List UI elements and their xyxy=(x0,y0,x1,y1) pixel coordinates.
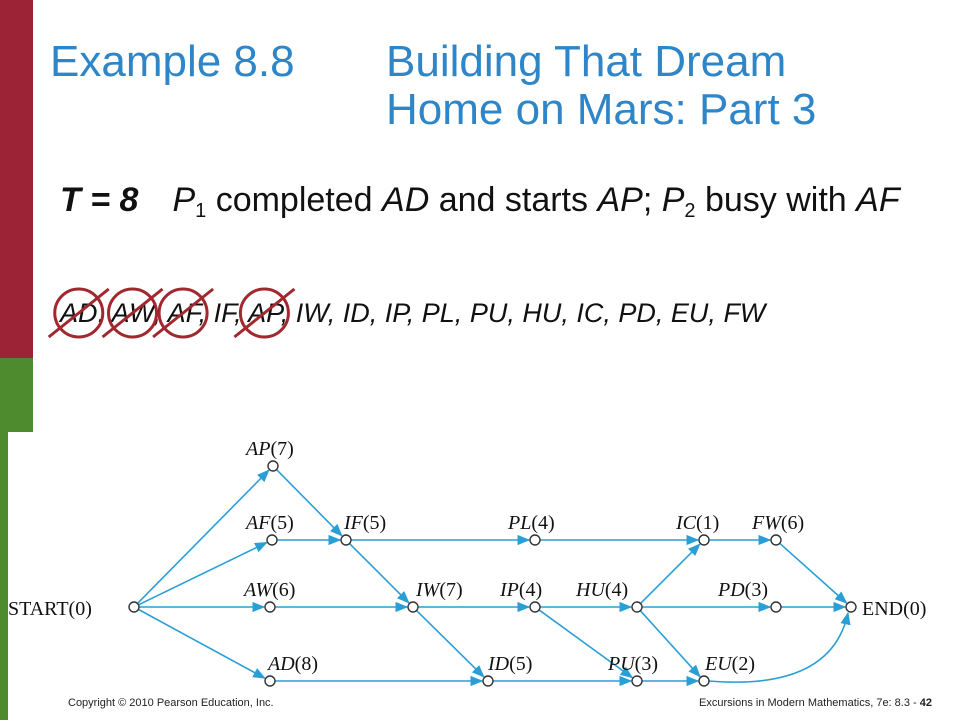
list-separator: , xyxy=(603,298,619,328)
vertex-label-fw: FW(6) xyxy=(751,512,804,534)
vertex-label-start: START(0) xyxy=(8,598,92,620)
task-ip: IP xyxy=(384,298,407,328)
processor-2: P xyxy=(661,181,685,219)
vertex-label-aw: AW(6) xyxy=(242,579,295,601)
edge-hu-ic xyxy=(639,543,701,605)
list-separator: , xyxy=(327,298,343,328)
status-task-ap: AP xyxy=(597,181,643,219)
task-ic: IC xyxy=(576,298,604,328)
task-pl: PL xyxy=(421,298,455,328)
vertex-end xyxy=(845,601,857,613)
edge-ap-if xyxy=(275,468,343,537)
vertex-label-pu: PU(3) xyxy=(607,653,658,675)
edge-start-af xyxy=(138,541,268,606)
status-text-3: busy with xyxy=(695,181,857,219)
task-pu: PU xyxy=(469,298,508,328)
task-if: IF xyxy=(213,298,235,328)
edge-start-ap xyxy=(136,469,270,605)
vertex-label-if: IF(5) xyxy=(343,512,386,534)
edge-start-ad xyxy=(138,608,266,679)
edge-fw-end xyxy=(779,542,848,604)
footer-copyright: Copyright © 2010 Pearson Education, Inc. xyxy=(68,697,274,709)
status-text-1: completed xyxy=(206,181,383,219)
list-separator: , xyxy=(369,298,385,328)
vertex-if xyxy=(340,534,352,546)
list-separator: , xyxy=(561,298,577,328)
vertex-hu xyxy=(631,601,643,613)
edge-if-iw xyxy=(348,542,410,604)
footer-citation: Excursions in Modern Mathematics, 7e: 8.… xyxy=(699,697,932,709)
vertex-pl xyxy=(529,534,541,546)
task-fw: FW xyxy=(723,298,766,328)
task-hu: HU xyxy=(522,298,562,328)
vertex-ap xyxy=(267,460,279,472)
vertex-iw xyxy=(407,601,419,613)
vertex-label-ad: AD(8) xyxy=(266,653,318,675)
processor-1-sub: 1 xyxy=(195,200,207,222)
title-line-2: Home on Mars: Part 3 xyxy=(386,85,817,134)
vertex-start xyxy=(128,601,140,613)
vertex-ip xyxy=(529,601,541,613)
vertex-pu xyxy=(631,675,643,687)
footer-citation-text: Excursions in Modern Mathematics, 7e: 8.… xyxy=(699,697,920,709)
example-number: Example 8.8 xyxy=(50,37,295,86)
edge-hu-eu xyxy=(639,610,701,678)
vertex-label-hu: HU(4) xyxy=(575,579,628,601)
left-accent-bar-gap xyxy=(8,432,33,720)
vertex-label-pd: PD(3) xyxy=(717,579,768,601)
status-task-af: AF xyxy=(856,181,900,219)
vertex-aw xyxy=(264,601,276,613)
vertex-ic xyxy=(698,534,710,546)
task-iw: IW xyxy=(295,298,328,328)
processor-2-sub: 2 xyxy=(684,200,696,222)
status-separator: ; xyxy=(642,181,662,219)
task-pd: PD xyxy=(618,298,656,328)
processor-1: P xyxy=(172,181,196,219)
page-number: 42 xyxy=(919,697,932,709)
vertex-ad xyxy=(264,675,276,687)
vertex-af xyxy=(266,534,278,546)
vertex-eu xyxy=(698,675,710,687)
list-separator: , xyxy=(708,298,724,328)
list-separator: , xyxy=(406,298,422,328)
list-separator: , xyxy=(507,298,523,328)
list-separator: , xyxy=(655,298,671,328)
left-accent-bar-red xyxy=(0,0,33,358)
vertex-label-ip: IP(4) xyxy=(499,579,542,601)
vertex-label-iw: IW(7) xyxy=(415,579,463,601)
edge-ip-pu xyxy=(538,609,634,679)
edge-iw-id xyxy=(415,609,485,678)
time-label: T = 8 xyxy=(60,181,139,219)
vertex-label-ap: AP(7) xyxy=(244,438,294,460)
status-text-2: and starts xyxy=(429,181,598,219)
edge-eu-end xyxy=(708,611,851,683)
vertex-label-pl: PL(4) xyxy=(507,512,555,534)
vertex-label-eu: EU(2) xyxy=(704,653,755,675)
list-separator: , xyxy=(454,298,470,328)
vertex-label-af: AF(5) xyxy=(244,512,294,534)
status-task-ad: AD xyxy=(382,181,430,219)
task-eu: EU xyxy=(670,298,709,328)
vertex-pd xyxy=(770,601,782,613)
vertex-fw xyxy=(770,534,782,546)
vertex-label-ic: IC(1) xyxy=(675,512,719,534)
title-line-1: Building That Dream xyxy=(386,37,787,86)
vertex-label-id: ID(5) xyxy=(487,653,532,675)
vertex-label-end: END(0) xyxy=(862,598,926,620)
vertex-id xyxy=(482,675,494,687)
task-id: ID xyxy=(342,298,370,328)
